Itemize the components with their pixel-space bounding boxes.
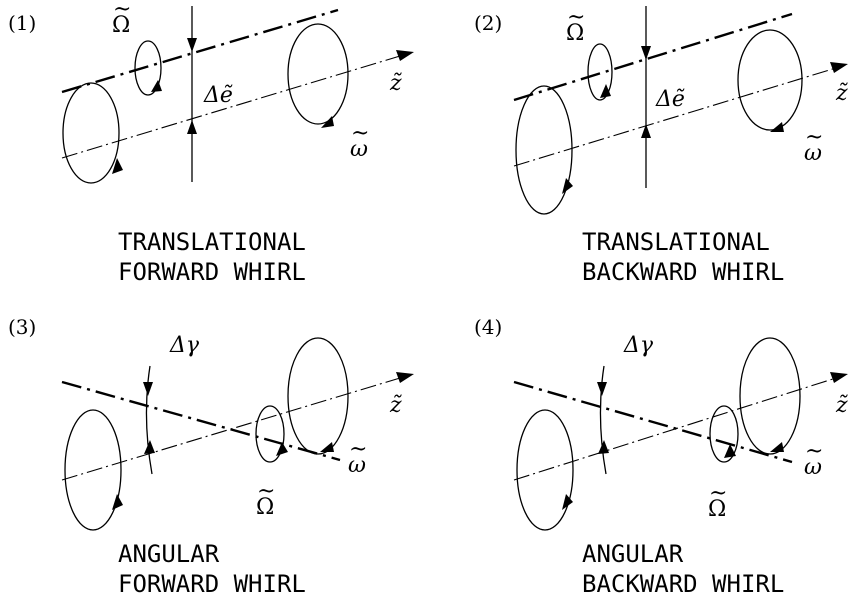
whirl-arrow (724, 444, 736, 458)
panel-translational-backward: (2) Ω ~ Δẽ z̃ ω ~ TRANSLATIONAL BACKWARD… (474, 5, 848, 286)
spin-orbit-right (739, 337, 801, 455)
offset-arrow-down (187, 38, 197, 52)
offset-label: Δγ (169, 333, 200, 358)
axis-label: z̃ (389, 393, 402, 418)
panel-translational-forward: (1) Ω ~ Δẽ z̃ ω ~ TRANSLATIONAL FORWARD … (8, 0, 414, 286)
offset-label: Δγ (623, 333, 654, 358)
angle-arc (599, 365, 607, 475)
whirl-orbit-left (515, 85, 573, 215)
whirl-arrow (600, 84, 611, 98)
whirl-circle (134, 40, 162, 96)
tilde-mark: ~ (349, 437, 367, 462)
spin-speed-label: ω (804, 141, 822, 166)
angle-arrow-down (143, 382, 153, 396)
whirl-circle (709, 405, 739, 463)
tilde-mark: ~ (709, 481, 727, 506)
caption-line-2: BACKWARD WHIRL (582, 258, 784, 286)
caption-line-1: ANGULAR (118, 540, 220, 568)
caption-line-2: FORWARD WHIRL (118, 258, 306, 286)
whirl-speed-label: Ω (112, 13, 130, 38)
caption-line-2: BACKWARD WHIRL (582, 570, 784, 598)
panel-angular-backward: (4) Δγ z̃ ω ~ Ω ~ ANGULAR BACKWARD WHIRL (474, 315, 848, 598)
rotor-axis (513, 67, 837, 167)
whirl-speed-label: Ω (708, 497, 726, 522)
spin-arrow (321, 116, 334, 128)
tilde-mark: ~ (805, 125, 823, 150)
orbit-arrow (112, 158, 123, 174)
axis-label: z̃ (389, 71, 402, 96)
whirl-centerline (513, 12, 793, 102)
whirl-speed-label: Ω (256, 495, 274, 520)
whirl-centerline (513, 380, 793, 464)
whirl-speed-label: Ω (566, 21, 584, 46)
orbit-arrow (562, 178, 573, 194)
whirl-centerline (61, 380, 341, 462)
offset-arrow-down (641, 46, 651, 60)
offset-label: Δẽ (203, 83, 233, 108)
whirl-arrow (151, 80, 162, 92)
spin-arrow (770, 442, 784, 452)
tilde-mark: ~ (113, 0, 131, 22)
spin-orbit-right (737, 29, 803, 131)
spin-speed-label: ω (350, 137, 368, 162)
axis-arrowhead (396, 372, 414, 383)
caption-line-2: FORWARD WHIRL (118, 570, 306, 598)
whirl-orbit-left (62, 82, 120, 184)
panel-number: (3) (8, 315, 36, 339)
spin-orbit-right (287, 337, 349, 455)
spin-arrow (770, 122, 784, 132)
offset-arrow-up (187, 120, 197, 134)
axis-label: z̃ (835, 393, 848, 418)
whirl-circle (255, 405, 285, 463)
caption-line-1: TRANSLATIONAL (118, 228, 306, 256)
spin-arrow (320, 442, 334, 452)
axis-arrowhead (830, 372, 848, 383)
caption-line-1: TRANSLATIONAL (582, 228, 770, 256)
axis-arrowhead (396, 50, 414, 61)
angle-arrow-down (597, 382, 607, 396)
angle-arrow-up (598, 440, 609, 454)
axis-label: z̃ (835, 81, 848, 106)
whirl-centerline (61, 8, 339, 94)
axis-arrowhead (830, 62, 848, 73)
panel-angular-forward: (3) Δγ z̃ ω ~ Ω ~ ANGULAR FORWARD WHIRL (8, 315, 414, 598)
whirl-circle (587, 43, 613, 101)
orbit-arrow (562, 494, 573, 510)
offset-arrow-up (641, 124, 651, 138)
offset-label: Δẽ (655, 87, 685, 112)
spin-orbit-right (287, 23, 349, 125)
panel-number: (2) (474, 11, 502, 35)
panel-number: (4) (474, 315, 502, 339)
angle-arrow-up (144, 440, 155, 454)
whirl-orbit-left (516, 409, 574, 531)
panel-number: (1) (8, 11, 36, 35)
caption-line-1: ANGULAR (582, 540, 684, 568)
tilde-mark: ~ (805, 439, 823, 464)
spin-speed-label: ω (348, 453, 366, 478)
orbit-arrow (112, 494, 123, 510)
tilde-mark: ~ (351, 121, 369, 146)
tilde-mark: ~ (257, 479, 275, 504)
tilde-mark: ~ (567, 5, 585, 30)
spin-speed-label: ω (804, 455, 822, 480)
whirl-arrow (276, 442, 288, 456)
angle-arc (145, 365, 153, 475)
whirl-orbit-left (64, 409, 122, 531)
